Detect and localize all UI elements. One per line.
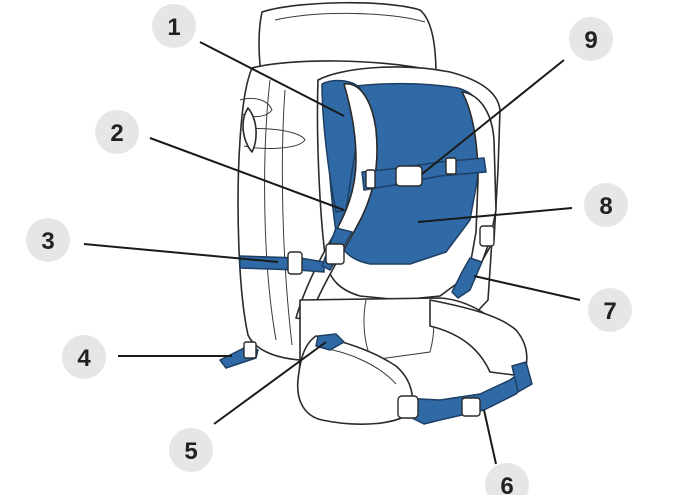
side-loop-mid — [241, 127, 306, 149]
hipbelt-pad-right — [429, 299, 528, 377]
leader-lines — [83, 41, 581, 465]
right-side-strap — [451, 257, 483, 299]
callout-1: 1 — [152, 4, 196, 48]
sternum-slider-right — [445, 157, 457, 175]
callout-9: 9 — [569, 17, 613, 61]
lid-seam — [274, 12, 426, 23]
shoulder-adjuster-buckle — [325, 243, 345, 265]
bottom-compression-buckle — [243, 341, 257, 359]
sternum-buckle — [395, 165, 423, 187]
hipbelt-pad-left — [296, 335, 414, 425]
callout-9-label: 9 — [584, 27, 597, 54]
backpack-illustration — [219, 1, 533, 425]
side-handle — [242, 107, 257, 153]
leader-line-5 — [213, 341, 327, 425]
callout-2-label: 2 — [110, 120, 123, 147]
callout-6: 6 — [485, 463, 529, 495]
callout-7: 7 — [588, 288, 632, 332]
callouts: 1 2 3 4 5 6 7 8 — [26, 4, 632, 495]
callout-4: 4 — [62, 335, 106, 379]
callout-8: 8 — [584, 183, 628, 227]
hipbelt-wing-left — [315, 333, 345, 351]
leader-line-1 — [199, 41, 345, 117]
callout-6-label: 6 — [500, 473, 513, 495]
leader-line-7 — [473, 275, 581, 301]
callout-5: 5 — [169, 428, 213, 472]
callout-7-label: 7 — [603, 298, 616, 325]
callout-1-label: 1 — [167, 14, 180, 41]
leader-line-6 — [483, 409, 497, 465]
body-seam-left — [264, 79, 277, 341]
callout-2: 2 — [95, 110, 139, 154]
leader-line-2 — [149, 137, 345, 211]
callout-5-label: 5 — [184, 438, 197, 465]
leader-line-8 — [417, 207, 573, 223]
hipbelt-tail-right — [511, 361, 533, 393]
leader-line-3 — [83, 243, 279, 263]
callout-3: 3 — [26, 218, 70, 262]
side-compression-buckle — [287, 251, 303, 275]
hipbelt-buckle-right — [461, 397, 481, 417]
callout-8-label: 8 — [599, 193, 612, 220]
body-seam-inner — [281, 89, 293, 346]
callout-3-label: 3 — [41, 228, 54, 255]
sternum-slider-left — [365, 169, 376, 189]
callout-4-label: 4 — [77, 345, 91, 372]
right-side-buckle — [479, 225, 495, 247]
hipbelt-buckle-left — [397, 395, 419, 419]
leader-line-9 — [421, 59, 565, 175]
